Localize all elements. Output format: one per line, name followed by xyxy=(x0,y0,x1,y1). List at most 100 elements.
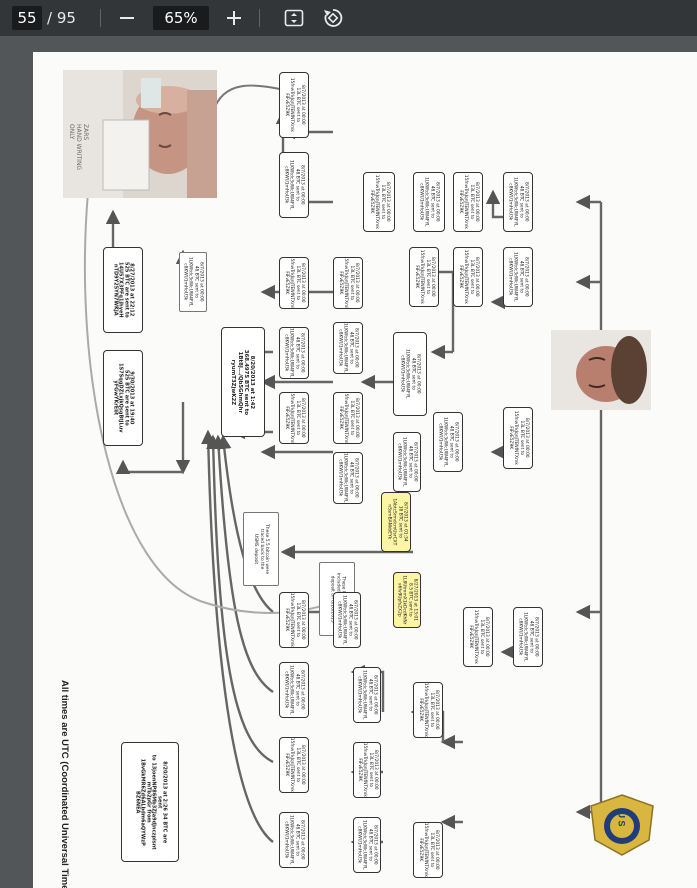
transfer-box: 8/7/2013 at 00:00 48.BTC sent to 1LKWtdc… xyxy=(393,332,427,416)
plus-icon xyxy=(227,11,241,25)
transfer-text: 8/7/2013 at 00:00 13L BTC sent to 15fnwT… xyxy=(356,742,378,798)
transfer-box: 8/7/2013 at 00:00 48.BTC sent to 1LKWtdc… xyxy=(353,817,381,873)
transfer-text: 9/30/2013 at 19:40 525 BTC are sent to 1… xyxy=(112,363,135,433)
transfer-box: 8/7/2013 at 00:00 13L BTC sent to 15fnwT… xyxy=(333,392,363,444)
usms-badge: U S xyxy=(583,792,661,858)
zoom-out-button[interactable] xyxy=(114,6,140,30)
person-photo-image xyxy=(63,70,217,198)
photo-handwritten-sign: ZARS HAND WRITING ONLY xyxy=(68,124,89,171)
transfer-box: 8/7/2013 at 00:00 13L BTC sent to 15fnwT… xyxy=(413,822,443,878)
transfer-text: 8/7/2013 at 00:00 48.BTC sent to 1LKWtdc… xyxy=(283,160,305,210)
transfer-box: 8/7/2013 at 00:00 48.BTC sent to 1LKWtdc… xyxy=(433,412,463,472)
central-wallet-text: 8/20/2013 at 1:42 368.4975 BTC sent to 1… xyxy=(230,349,256,415)
minus-icon xyxy=(120,17,134,19)
transfer-text: 8/7/2013 at 00:00 13L BTC sent to 15fnwT… xyxy=(283,392,305,444)
transfer-box: 8/7/2013 at 00:00 48.BTC sent to 1LKWtdc… xyxy=(413,172,445,232)
transfer-box: 8/7/2013 at 00:00 48.BTC sent to 1LKWtdc… xyxy=(279,152,309,218)
transfer-text: 8/7/2013 at 00:00 13L BTC sent to 15fnwT… xyxy=(283,592,305,648)
transfer-box: 8/7/2013 at 00:00 13L BTC sent to 15fnwT… xyxy=(413,682,443,738)
fit-page-button[interactable] xyxy=(281,6,307,30)
transfer-box: 8/7/2013 at 00:00 48.BTC sent to 1LKWtdc… xyxy=(333,322,363,374)
transfer-text: 8/7/2013 at 00:00 48.BTC sent to 1LKWtdc… xyxy=(507,252,529,302)
transfer-text: 8/7/2013 at 00:00 48.BTC sent to 1LKWtdc… xyxy=(337,323,359,373)
face-photo-image xyxy=(551,330,651,410)
transfer-text: 8/7/2013 at 00:00 48.BTC sent to 1LKWtdc… xyxy=(283,815,305,865)
transfer-box: 8/7/2013 at 00:00 13L BTC sent to 15fnwT… xyxy=(279,257,309,309)
note-text: These 5.5 bitcoin were traced back to th… xyxy=(253,524,270,574)
transfer-text: 8/7/2013 at 00:00 13L BTC sent to 15fnwT… xyxy=(337,257,359,309)
page-total: / 95 xyxy=(47,9,76,27)
transfer-text: 8/7/2013 at 00:00 48.BTC sent to 1LKWtdc… xyxy=(356,820,378,870)
fit-page-icon xyxy=(284,9,304,27)
transfer-box: 8/7/2013 at 00:00 13L BTC sent to 15fnwT… xyxy=(463,607,493,667)
highlight-text: 8/27/2013 at 13:01 8.5 BTC sent to 1L8Ut… xyxy=(396,575,418,625)
transfer-box: 8/7/2013 at 00:00 13L BTC sent to 15fnwT… xyxy=(453,247,483,307)
transfer-box-19-40: 9/30/2013 at 19:40 525 BTC are sent to 1… xyxy=(103,350,143,446)
zoom-in-button[interactable] xyxy=(221,6,247,30)
toolbar-divider xyxy=(100,9,101,27)
transfer-text: 8/7/2013 at 00:00 13L BTC sent to 15fnwT… xyxy=(507,410,529,466)
transfer-text: 8/7/2013 at 00:00 13L BTC sent to 15fnwT… xyxy=(337,392,359,444)
transfer-text: 8/7/2013 at 00:00 48.BTC sent to 1LKWtdc… xyxy=(336,595,358,645)
viewer-background xyxy=(0,52,33,888)
transfer-box: 8/7/2013 at 00:00 48.BTC sent to 1LKWtdc… xyxy=(503,247,533,307)
transfer-box: 8/7/2013 at 00:00 13L BTC sent to 15fnwT… xyxy=(279,592,309,648)
document-page: ZARS HAND WRITING ONLY U S 8/20/2013 at … xyxy=(33,52,697,888)
transfer-text: 8/7/2013 at 00:00 13L BTC sent to 15fnwT… xyxy=(467,609,489,665)
transfer-box: 8/7/2013 at 00:00 13L BTC sent to 15fnwT… xyxy=(363,172,395,232)
transfer-box: 8/7/2013 at 00:00 13L BTC sent to 15fnwT… xyxy=(279,392,309,444)
transfer-text: 8/7/2013 at 00:00 13L BTC sent to 15fnwT… xyxy=(413,249,435,305)
transfer-text: 8/7/2013 at 00:00 13L BTC sent to 15fnwT… xyxy=(283,77,305,133)
transfer-text: 8/7/2013 at 00:00 48.BTC sent to 1LKWtdc… xyxy=(399,349,421,399)
transfer-box: 8/7/2013 at 00:00 48.BTC sent to 1LKWtdc… xyxy=(279,812,309,868)
transfer-box: 8/7/2013 at 00:00 48.BTC sent to 1LKWtdc… xyxy=(353,667,381,723)
times-note: All times are UTC (Coordinated Universal… xyxy=(59,680,70,888)
transfer-box: 8/7/2013 at 00:00 13L BTC sent to 15fnwT… xyxy=(503,407,533,469)
transfer-text: 8/7/2013 at 00:00 48.BTC sent to 1LKWtdc… xyxy=(356,670,378,720)
transfer-text: 8/7/2013 at 00:00 13L BTC sent to 15fnwT… xyxy=(417,822,439,878)
transfer-text: 8/7/2013 at 00:00 48.BTC sent to 1LKWtdc… xyxy=(517,612,539,662)
transfer-text: 8/7/2013 at 00:00 48.BTC sent to 1LKWtdc… xyxy=(437,417,459,467)
transfer-box: 8/7/2013 at 00:00 13L BTC sent to 15fnwT… xyxy=(279,72,309,138)
transfer-box: 8/7/2013 at 00:00 48.BTC sent to 1LKWtdc… xyxy=(393,432,421,492)
transfer-box: 8/7/2013 at 00:00 48.BTC sent to 1LKWtdc… xyxy=(279,662,309,718)
transfer-box: 8/7/2013 at 00:00 13L BTC sent to 15fnwT… xyxy=(409,247,439,307)
transfer-text: 8/7/2013 at 00:00 48.BTC sent to 1LKWtdc… xyxy=(283,328,305,378)
transfer-text: 8/7/2013 at 00:00 13L BTC sent to 15fnwT… xyxy=(283,257,305,309)
highlight-text: 8/7/2013 at 01:34 18 BTC sent to 1AbtcSr… xyxy=(385,498,407,546)
transfer-text: 8/7/2013 at 00:00 48.BTC sent to 1LKWtdc… xyxy=(418,177,440,227)
badge-text: U S xyxy=(616,811,627,827)
transfer-box: 8/7/2013 at 00:00 48.BTC sent to 1LKWtdc… xyxy=(513,607,543,667)
transfer-text: 8/27/2013 at 22:12 525 BTC are sent to 1… xyxy=(112,262,135,318)
transfer-text: 8/7/2013 at 00:00 13L BTC sent to 15fnwT… xyxy=(457,174,479,230)
transfer-text: 8/7/2013 at 00:00 48.BTC sent to 1LKWtdc… xyxy=(283,665,305,715)
page-number-input[interactable]: 55 xyxy=(12,6,42,30)
transfer-box: 8/7/2013 at 00:00 13L BTC sent to 15fnwT… xyxy=(353,742,381,798)
toolbar-divider xyxy=(259,9,260,27)
transfer-box: 8/7/2013 at 00:00 13L BTC sent to 15fnwT… xyxy=(333,257,363,309)
transfer-text: 8/7/2013 at 00:00 48.BTC sent to 1LKWtdc… xyxy=(396,437,418,487)
transfer-text: 8/20/2013 at 2:26 34 BTC are sent to 13j… xyxy=(134,754,168,850)
transfer-box: 8/7/2013 at 00:00 13L BTC sent to 15fnwT… xyxy=(453,172,483,232)
transfer-box-2-26: 8/20/2013 at 2:26 34 BTC are sent to 13j… xyxy=(121,742,179,862)
badge-icon xyxy=(590,794,654,856)
transfer-box-22-12: 8/27/2013 at 22:12 525 BTC are sent to 1… xyxy=(103,247,143,333)
transfer-text: 8/7/2013 at 00:00 48.BTC sent to 1LKWtdc… xyxy=(337,453,359,503)
transfer-box: 8/7/2013 at 00:00 48.BTC sent to 1LKWtdc… xyxy=(279,327,309,379)
second-photo xyxy=(551,330,651,410)
central-wallet-box: 8/20/2013 at 1:42 368.4975 BTC sent to 1… xyxy=(221,327,265,437)
highlight-box-13-01: 8/27/2013 at 13:01 8.5 BTC sent to 1L8Ut… xyxy=(393,572,421,628)
highlight-box-01-34: 8/7/2013 at 01:34 18 BTC sent to 1AbtcSr… xyxy=(381,492,411,552)
transfer-text: 8/7/2013 at 00:00 13L BTC sent to 15fnwT… xyxy=(417,682,439,738)
suspect-photo xyxy=(63,70,217,198)
transfer-text: 8/7/2013 at 00:00 48.BTC sent to 1LKWtdc… xyxy=(182,257,204,307)
pdf-toolbar: 55 / 95 65% xyxy=(0,0,697,36)
zoom-input[interactable]: 65% xyxy=(153,6,209,30)
note-box-1: These 5.5 bitcoin were traced back to th… xyxy=(243,512,279,586)
transfer-box: 8/7/2013 at 00:00 48.BTC sent to 1LKWtdc… xyxy=(333,592,361,648)
transfer-text: 8/7/2013 at 00:00 13L BTC sent to 15fnwT… xyxy=(368,174,390,230)
rotate-button[interactable] xyxy=(320,6,346,30)
transfer-box: 8/7/2013 at 00:00 48.BTC sent to 1LKWtdc… xyxy=(333,452,363,504)
transfer-text: 8/7/2013 at 00:00 13L BTC sent to 15fnwT… xyxy=(457,249,479,305)
transfer-text: 8/7/2013 at 00:00 13L BTC sent to 15fnwT… xyxy=(283,737,305,793)
